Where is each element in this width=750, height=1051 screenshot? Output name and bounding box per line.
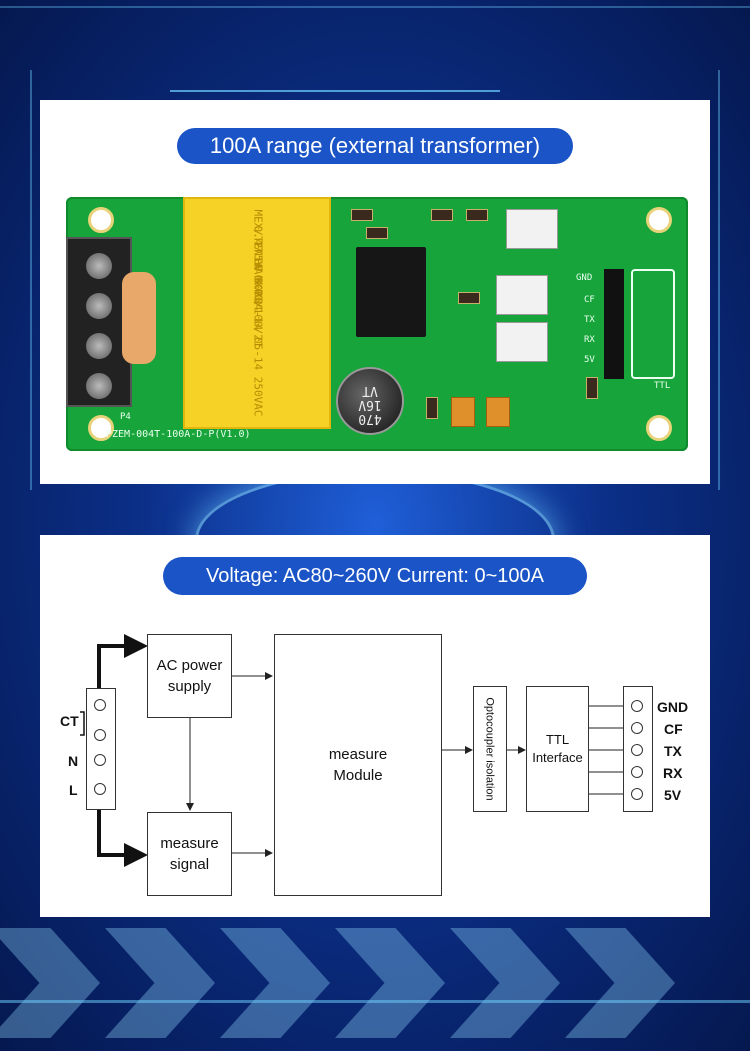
output-label-5v: 5V	[664, 787, 682, 803]
input-label-ct: CT	[60, 713, 79, 729]
input-terminal-circle	[94, 699, 106, 711]
screw-icon	[86, 333, 112, 359]
optocoupler	[496, 275, 548, 315]
decor-line	[0, 1000, 750, 1003]
x2-capacitor: MEX/TENTA MKP 0.47 uF K X2 275VAC 40/100…	[183, 197, 331, 429]
decor-chevron	[450, 928, 560, 1038]
output-pin-circle	[631, 744, 643, 756]
input-terminal-circle	[94, 729, 106, 741]
spec-title-pill: Voltage: AC80~260V Current: 0~100A	[163, 557, 587, 595]
electrolytic-capacitor: 470 16V VT	[336, 367, 404, 435]
board-model-label: PZEM-004T-100A-D-P(V1.0)	[106, 429, 251, 440]
measure-signal-label: measure signal	[160, 835, 219, 873]
ecap-text: 16V	[358, 397, 382, 412]
header-pin-label: 5V	[584, 355, 595, 365]
ecap-text: 470	[358, 411, 382, 426]
ttl-interface-label: TTL Interface	[532, 732, 583, 765]
decor-line	[170, 90, 500, 92]
ac-power-supply-block: AC power supply	[147, 634, 232, 718]
screw-icon	[86, 293, 112, 319]
input-label-n: N	[68, 753, 79, 769]
ecap-text: VT	[362, 383, 378, 398]
terminal-silk-label: P4	[120, 412, 131, 422]
header-pin-label: RX	[584, 335, 595, 345]
screw-icon	[86, 253, 112, 279]
mount-hole	[88, 415, 114, 441]
output-label-gnd: GND	[657, 699, 689, 715]
decor-line	[718, 70, 720, 490]
mount-hole	[646, 415, 672, 441]
mount-hole	[646, 207, 672, 233]
measure-module-label: measure Module	[328, 746, 388, 784]
decor-chevron	[565, 928, 675, 1038]
photo-title-pill: 100A range (external transformer)	[177, 128, 573, 164]
decor-chevron	[0, 928, 100, 1038]
output-pin-circle	[631, 700, 643, 712]
resistor	[122, 272, 156, 364]
decor-chevron	[220, 928, 330, 1038]
screw-icon	[86, 373, 112, 399]
tantalum-capacitor	[486, 397, 510, 427]
optocoupler	[496, 322, 548, 362]
smd-resistor	[351, 209, 373, 221]
optocoupler-block: Optocoupler isolation	[473, 686, 507, 812]
ttl-interface-block: TTL Interface	[526, 686, 589, 812]
output-label-rx: RX	[663, 765, 683, 781]
ac-power-supply-label: AC power supply	[156, 657, 223, 695]
output-pin-circle	[631, 766, 643, 778]
measure-signal-block: measure signal	[147, 812, 232, 896]
measure-module-block: measure Module	[274, 634, 442, 896]
tantalum-capacitor	[451, 397, 475, 427]
smd-resistor	[466, 209, 488, 221]
smd-resistor	[458, 292, 480, 304]
header-pin-label: TX	[584, 315, 595, 325]
ttl-silk-label: TTL	[654, 381, 671, 391]
output-pin-circle	[631, 788, 643, 800]
header-pin-label: CF	[584, 295, 595, 305]
output-pin-circle	[631, 722, 643, 734]
main-ic	[356, 247, 426, 337]
output-label-cf: CF	[664, 721, 683, 737]
smd-resistor	[586, 377, 598, 399]
silk-outline	[631, 269, 675, 379]
spec-title: Voltage: AC80~260V Current: 0~100A	[205, 565, 545, 587]
optocoupler-label: Optocoupler isolation	[484, 697, 496, 801]
mount-hole	[88, 207, 114, 233]
input-label-l: L	[69, 782, 78, 798]
capacitor-text: EN 60384-14 05-14 250VAC	[251, 257, 265, 417]
smd-resistor	[426, 397, 438, 419]
input-terminal-circle	[94, 783, 106, 795]
smd-resistor	[366, 227, 388, 239]
decor-line	[30, 70, 32, 490]
header-pin-label: GND	[576, 273, 593, 283]
smd-resistor	[431, 209, 453, 221]
photo-title: 100A range (external transformer)	[209, 133, 541, 158]
decor-chevron	[105, 928, 215, 1038]
decor-chevron	[335, 928, 445, 1038]
pcb-board: MEX/TENTA MKP 0.47 uF K X2 275VAC 40/100…	[66, 197, 688, 451]
output-label-tx: TX	[664, 743, 682, 759]
decor-line	[0, 6, 750, 8]
input-terminal-circle	[94, 754, 106, 766]
optocoupler	[506, 209, 558, 249]
ttl-pin-header	[604, 269, 624, 379]
